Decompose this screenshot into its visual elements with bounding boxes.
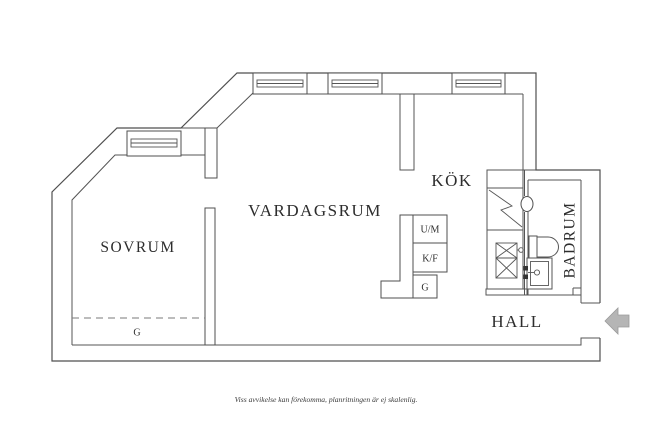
washer-box (412, 214, 448, 244)
kitchen-counter (485, 169, 528, 296)
inner-bottom-wall (72, 337, 600, 346)
inner-diagonal-wall (216, 92, 254, 129)
room-label-badrum: BADRUM (562, 201, 579, 278)
disclaimer-text: Viss avvikelse kan förekomma, planritnin… (235, 395, 418, 404)
label-bedroom-wardrobe: G (133, 328, 140, 339)
bathroom-door-icon (520, 196, 534, 212)
room-label-hall: HALL (491, 312, 542, 331)
window-top-1 (252, 72, 308, 95)
window-top-3 (451, 72, 506, 95)
kitchen-divider-stub (399, 94, 415, 171)
bedroom-divider-upper (204, 127, 218, 179)
bedroom-divider-lower (204, 207, 216, 346)
room-label-sovrum: SOVRUM (100, 239, 175, 256)
fridge-box (412, 242, 448, 273)
room-label-vardagsrum: VARDAGSRUM (248, 201, 382, 220)
counter-base (485, 288, 528, 296)
bathroom-walls (520, 170, 600, 304)
kitchen-l-wall (380, 214, 414, 299)
washbasin-icon (523, 257, 553, 290)
room-label-kok: KÖK (431, 171, 472, 190)
toilet-icon (528, 235, 560, 259)
window-top-2 (327, 72, 383, 95)
tall-cabinet-diagonal (488, 189, 523, 228)
entrance-arrow-icon (604, 307, 630, 335)
wardrobe-box-kitchen (412, 274, 438, 299)
stove-icon (495, 257, 518, 279)
inner-top-wall (307, 93, 536, 171)
label-fridge-freezer: K/F (422, 254, 438, 265)
label-kitchen-wardrobe: G (421, 283, 428, 294)
window-bedroom (126, 130, 182, 157)
label-washer: U/M (421, 225, 440, 236)
